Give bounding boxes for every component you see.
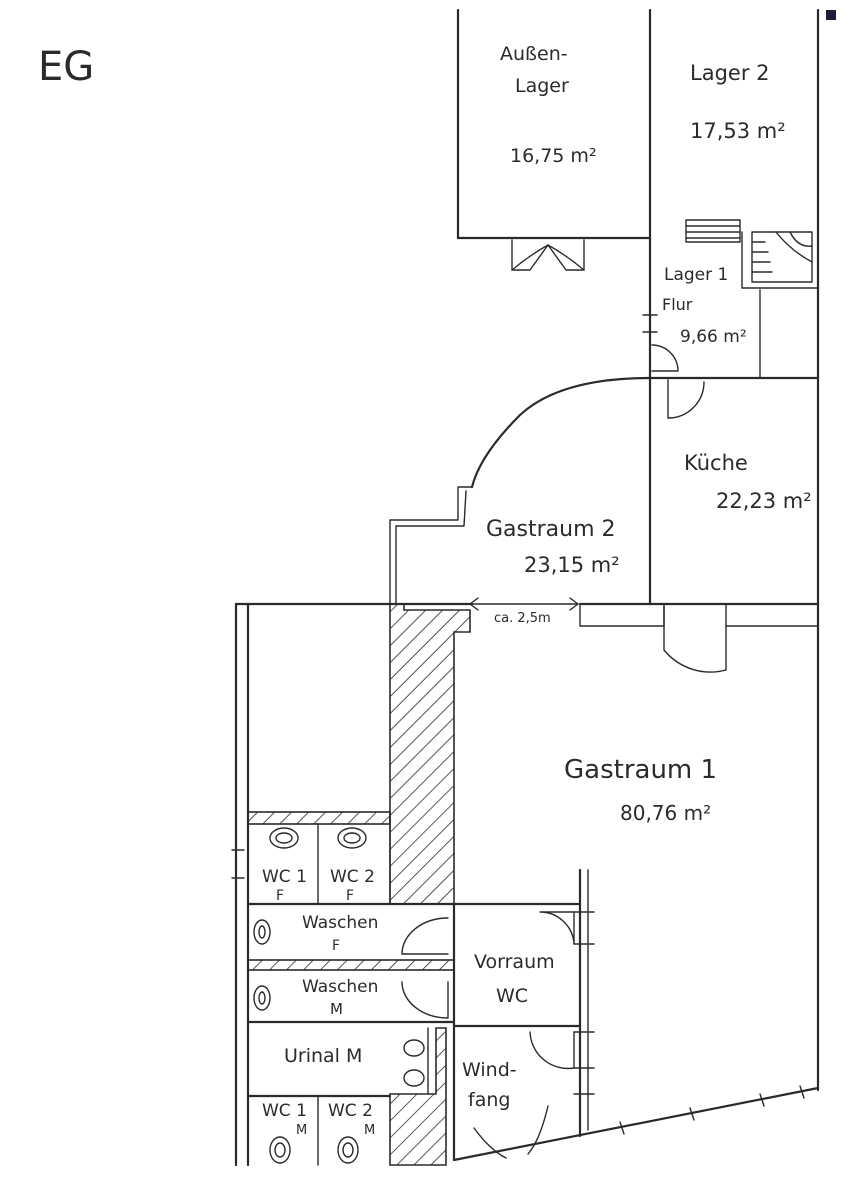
- lager2-name: Lager 2: [690, 61, 770, 85]
- gastraum2-area: 23,15 m²: [524, 553, 620, 577]
- wc2-m-sub: M: [364, 1123, 375, 1138]
- windfang-sub: fang: [468, 1089, 510, 1111]
- waschen-m-name: Waschen: [302, 977, 378, 997]
- staircase: [741, 231, 819, 379]
- windfang-name: Wind-: [462, 1059, 517, 1081]
- vorraum-windfang: [452, 868, 595, 1162]
- outer-wall-bottom: [452, 1085, 820, 1162]
- gastraum1-area: 80,76 m²: [620, 801, 711, 825]
- vorraum-name: Vorraum: [474, 951, 555, 973]
- urinal-m-name: Urinal M: [284, 1045, 362, 1067]
- aussenlager-name-2: Lager: [515, 75, 569, 97]
- aussenlager-area: 16,75 m²: [510, 145, 597, 167]
- aussenlager-name-1: Außen-: [500, 43, 568, 65]
- left-structure: [231, 602, 471, 1167]
- lager2-area: 17,53 m²: [690, 119, 786, 143]
- gastraum2-walls: [389, 376, 705, 606]
- toilet-icon: [269, 827, 299, 849]
- waschen-f-door: [401, 917, 449, 955]
- vorraum-door: [539, 911, 575, 945]
- wc1-m-name: WC 1: [262, 1101, 307, 1121]
- kueche-door: [667, 379, 705, 419]
- kueche-name: Küche: [684, 451, 748, 475]
- wc2-m-name: WC 2: [328, 1101, 373, 1121]
- floor-label: EG: [38, 44, 94, 90]
- entrance-door: [473, 1127, 507, 1159]
- wc2-f-name: WC 2: [330, 867, 375, 887]
- lager1-name: Lager 1: [664, 265, 728, 285]
- lager1-sub: Flur: [662, 295, 693, 314]
- lager1-door: [651, 344, 679, 372]
- wc1-m-sub: M: [296, 1123, 307, 1138]
- urinal-icon: [403, 1039, 425, 1057]
- waschen-m-door: [401, 981, 449, 1019]
- wc1-f-sub: F: [276, 888, 284, 904]
- sink-icon: [253, 919, 271, 945]
- wc1-f-name: WC 1: [262, 867, 307, 887]
- dimension-label: ca. 2,5m: [494, 611, 551, 626]
- vorraum-sub: WC: [496, 985, 528, 1007]
- waschen-f-name: Waschen: [302, 913, 378, 933]
- toilet-icon: [337, 827, 367, 849]
- toilet-icon: [269, 1136, 291, 1164]
- sink-icon: [253, 985, 271, 1011]
- vent-grille: [685, 219, 741, 243]
- hatched-wall: [389, 603, 471, 905]
- gastraum1-door: [663, 605, 727, 673]
- corner-mark: [826, 10, 836, 20]
- gastraum1-name: Gastraum 1: [564, 755, 717, 785]
- hatched-wall-wc: [247, 811, 391, 825]
- waschen-m-sub: M: [330, 1000, 343, 1018]
- top-storage-block: [456, 8, 820, 1092]
- wc2-f-sub: F: [346, 888, 354, 904]
- windfang-door: [529, 1031, 575, 1070]
- divider-wall: [234, 597, 820, 673]
- gastraum2-name: Gastraum 2: [486, 517, 616, 542]
- kueche-area: 22,23 m²: [716, 489, 812, 513]
- toilet-icon: [337, 1136, 359, 1164]
- lager1-area: 9,66 m²: [680, 327, 747, 347]
- waschen-f-sub: F: [332, 938, 340, 954]
- urinal-icon: [403, 1069, 425, 1087]
